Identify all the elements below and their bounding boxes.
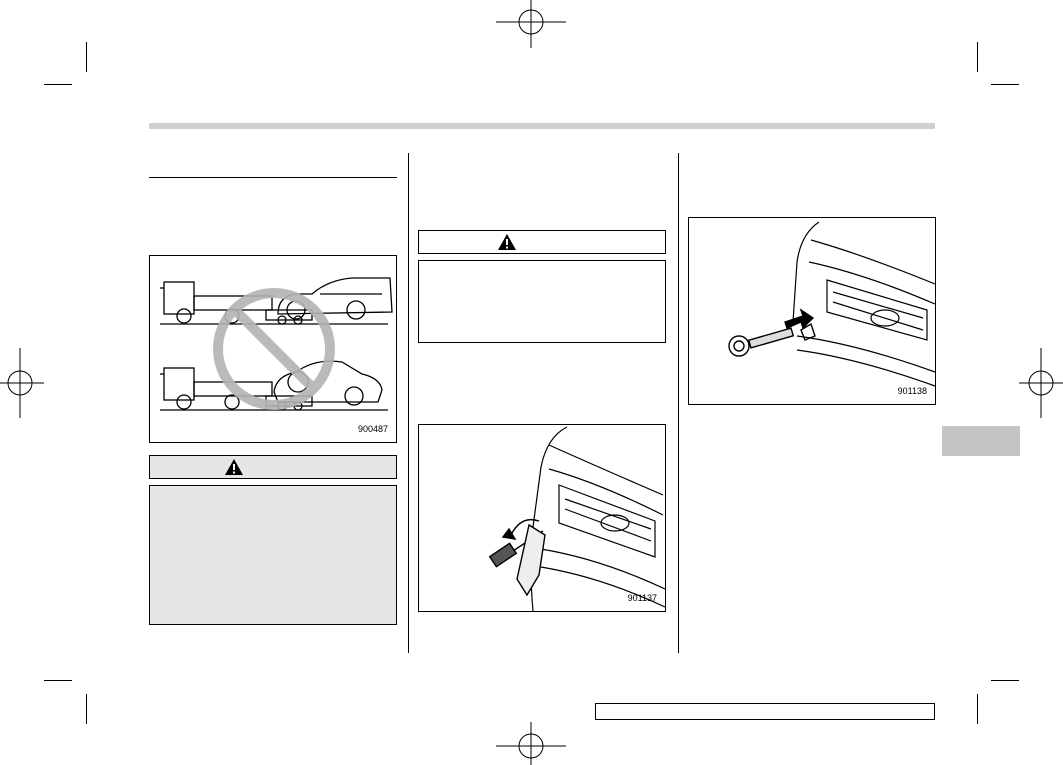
registration-mark-right <box>1019 348 1063 418</box>
column-divider-2 <box>678 153 679 653</box>
page-footer-box <box>595 703 935 720</box>
warning-header <box>149 455 397 479</box>
warning-body <box>418 260 666 343</box>
figure-code: 900487 <box>357 424 388 434</box>
warning-triangle-icon <box>225 459 243 475</box>
towing-eye-illustration <box>728 221 936 387</box>
chapter-thumb-tab <box>942 426 1020 456</box>
figure-remove-cover: 901137 <box>418 424 666 612</box>
warning-body <box>149 485 397 625</box>
header-band <box>149 123 935 129</box>
figure-install-towing-eye: 901138 <box>688 217 936 405</box>
column-divider-1 <box>408 153 409 653</box>
figure-towing-prohibited: 900487 <box>149 255 397 443</box>
figure-code: 901138 <box>897 386 927 396</box>
registration-mark-top <box>496 0 566 48</box>
section-heading-rule <box>149 177 397 178</box>
registration-mark-left <box>0 348 44 418</box>
warning-header <box>418 230 666 254</box>
bumper-cover-illustration <box>488 426 666 612</box>
towing-illustration <box>160 277 393 411</box>
prohibited-circle-icon <box>213 288 335 410</box>
figure-code: 901137 <box>627 593 657 603</box>
registration-mark-bottom <box>496 722 566 765</box>
warning-triangle-icon <box>498 234 516 250</box>
